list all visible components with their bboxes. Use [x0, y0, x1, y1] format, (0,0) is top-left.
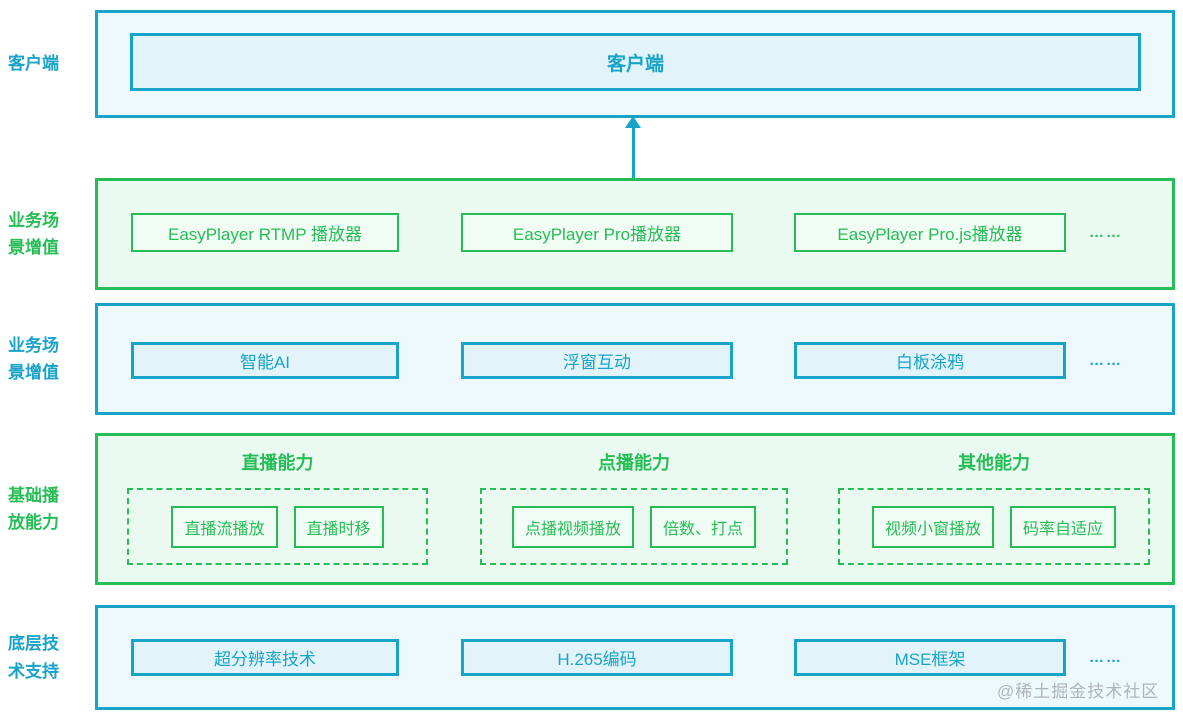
capability-item: 直播时移 [293, 505, 384, 548]
layer-label-value-added: 业务场景增值 [8, 303, 88, 415]
capability-title: 直播能力 [241, 453, 314, 473]
layer-band-underlying-tech: 超分辨率技术 H.265编码 MSE框架 …… [95, 605, 1175, 710]
layer-label-underlying-tech: 底层技术支持 [8, 605, 88, 710]
layer-band-client: 客户端 [95, 10, 1175, 118]
item-whiteboard: 白板涂鸦 [794, 342, 1066, 379]
capability-group-other: 其他能力 视频小窗播放 码率自适应 [838, 436, 1150, 582]
capability-item: 点播视频播放 [511, 505, 634, 548]
item-easyplayer-pro: EasyPlayer Pro播放器 [461, 213, 733, 252]
capability-group-live: 直播能力 直播流播放 直播时移 [127, 436, 428, 582]
item-easyplayer-rtmp: EasyPlayer RTMP 播放器 [131, 213, 399, 252]
layer-band-value-added: 智能AI 浮窗互动 白板涂鸦 …… [95, 303, 1175, 415]
item-floating-window: 浮窗互动 [461, 342, 733, 379]
ellipsis: …… [1089, 352, 1123, 369]
layer-label-text: 客户端 [8, 54, 59, 74]
capability-item: 码率自适应 [1010, 505, 1117, 548]
item-super-resolution: 超分辨率技术 [131, 639, 399, 676]
capability-item: 直播流播放 [171, 505, 278, 548]
ellipsis: …… [1089, 224, 1123, 241]
layer-band-basic-playback: 直播能力 直播流播放 直播时移 点播能力 点播视频播放 倍数、打点 其他能力 视… [95, 433, 1175, 585]
capability-title: 点播能力 [598, 453, 670, 473]
capability-group-vod: 点播能力 点播视频播放 倍数、打点 [480, 436, 788, 582]
layer-label-player-products: 业务场景增值 [8, 178, 88, 290]
item-mse: MSE框架 [794, 639, 1066, 676]
capability-dashed-box: 直播流播放 直播时移 [127, 488, 428, 565]
item-easyplayer-projs: EasyPlayer Pro.js播放器 [794, 213, 1066, 252]
layer-band-player-products: EasyPlayer RTMP 播放器 EasyPlayer Pro播放器 Ea… [95, 178, 1175, 290]
up-arrow-icon [625, 116, 641, 128]
layer-label-text: 底层技术支持 [8, 634, 59, 681]
capability-title: 其他能力 [958, 453, 1030, 473]
item-h265: H.265编码 [461, 639, 733, 676]
item-smart-ai: 智能AI [131, 342, 399, 379]
layer-label-text: 业务场景增值 [8, 210, 59, 257]
layer-label-text: 业务场景增值 [8, 335, 59, 382]
client-box: 客户端 [130, 33, 1141, 91]
capability-dashed-box: 点播视频播放 倍数、打点 [480, 488, 788, 565]
capability-dashed-box: 视频小窗播放 码率自适应 [838, 488, 1150, 565]
layer-label-client: 客户端 [8, 10, 88, 118]
layer-label-text: 基础播放能力 [8, 485, 59, 532]
layer-label-basic-playback: 基础播放能力 [8, 433, 88, 585]
watermark: @稀土掘金技术社区 [997, 682, 1160, 701]
capability-item: 视频小窗播放 [871, 505, 994, 548]
capability-item: 倍数、打点 [650, 505, 757, 548]
up-arrow-line [632, 122, 635, 178]
ellipsis: …… [1089, 649, 1123, 666]
